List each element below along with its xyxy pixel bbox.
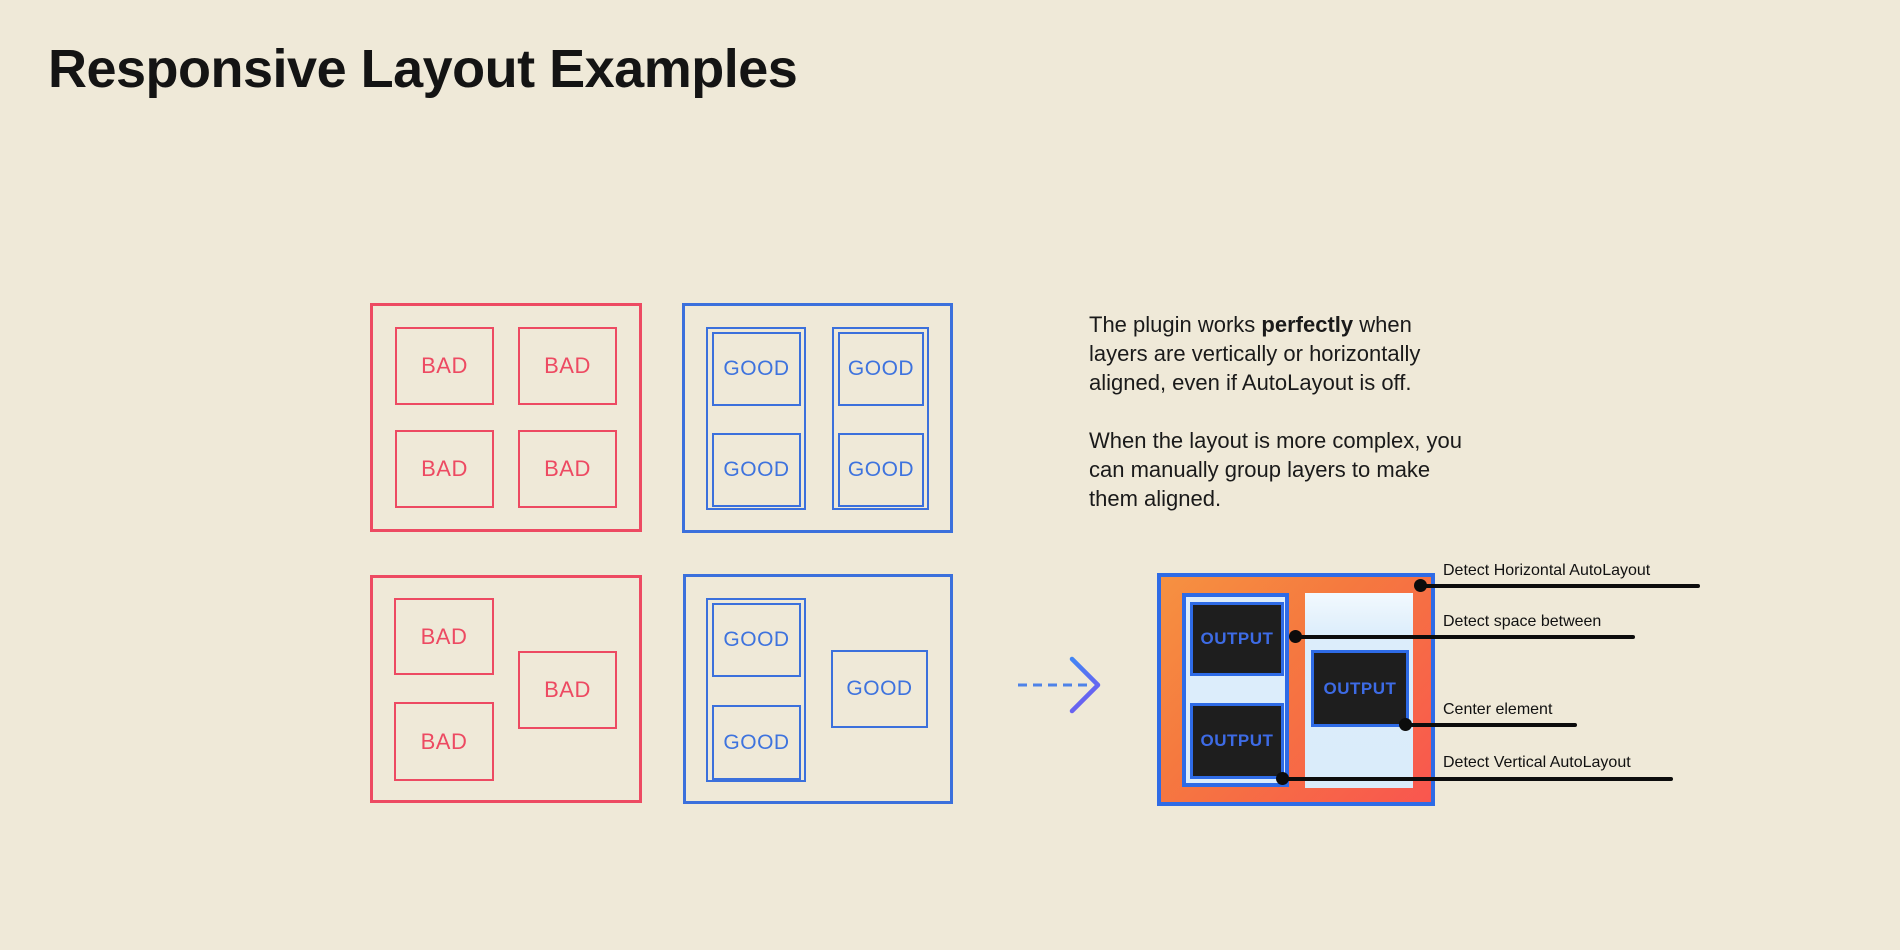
output-center-column: OUTPUT xyxy=(1305,593,1413,788)
bad-aligned-group: BAD BAD BAD BAD xyxy=(370,303,642,532)
good-box: GOOD xyxy=(712,705,801,780)
annotation-dot xyxy=(1399,718,1412,731)
annotation-dot xyxy=(1289,630,1302,643)
good-box: GOOD xyxy=(838,433,924,507)
paragraph-1: The plugin works perfectly when layers a… xyxy=(1089,312,1421,395)
bad-box: BAD xyxy=(394,598,494,675)
bad-box: BAD xyxy=(518,651,617,729)
good-column-wrapper: GOOD GOOD xyxy=(706,327,806,510)
good-complex-group: GOOD GOOD GOOD xyxy=(683,574,953,804)
annotation-label-vertical-autolayout: Detect Vertical AutoLayout xyxy=(1443,754,1631,771)
annotation-label-horizontal-autolayout: Detect Horizontal AutoLayout xyxy=(1443,562,1651,579)
output-box: OUTPUT xyxy=(1190,703,1284,779)
annotation-dot xyxy=(1414,579,1427,592)
bad-box: BAD xyxy=(395,430,494,508)
good-box: GOOD xyxy=(831,650,928,728)
output-box: OUTPUT xyxy=(1190,602,1284,676)
good-column-wrapper: GOOD GOOD xyxy=(706,598,806,782)
output-box: OUTPUT xyxy=(1311,650,1409,727)
good-aligned-group: GOOD GOOD GOOD GOOD xyxy=(682,303,953,533)
bad-box: BAD xyxy=(394,702,494,781)
annotation-dot xyxy=(1276,772,1289,785)
output-vertical-group: OUTPUT OUTPUT xyxy=(1182,593,1289,787)
annotation-line xyxy=(1283,777,1673,781)
good-box: GOOD xyxy=(838,332,924,406)
good-box: GOOD xyxy=(712,603,801,677)
good-box: GOOD xyxy=(712,433,801,507)
bad-box: BAD xyxy=(395,327,494,405)
annotation-line xyxy=(1296,635,1635,639)
bad-complex-group: BAD BAD BAD xyxy=(370,575,642,803)
arrow-right-icon xyxy=(1018,656,1101,714)
description-text: The plugin works perfectly when layers a… xyxy=(1089,310,1462,513)
annotation-line xyxy=(1406,723,1577,727)
output-frame: OUTPUT OUTPUT OUTPUT xyxy=(1157,573,1435,806)
annotation-label-center-element: Center element xyxy=(1443,701,1553,718)
paragraph-2: When the layout is more complex, you can… xyxy=(1089,428,1462,511)
annotation-line xyxy=(1421,584,1700,588)
good-column-wrapper: GOOD GOOD xyxy=(832,327,929,510)
bad-box: BAD xyxy=(518,327,617,405)
bad-box: BAD xyxy=(518,430,617,508)
annotation-label-space-between: Detect space between xyxy=(1443,613,1602,630)
good-box: GOOD xyxy=(712,332,801,406)
page-title: Responsive Layout Examples xyxy=(48,39,798,99)
